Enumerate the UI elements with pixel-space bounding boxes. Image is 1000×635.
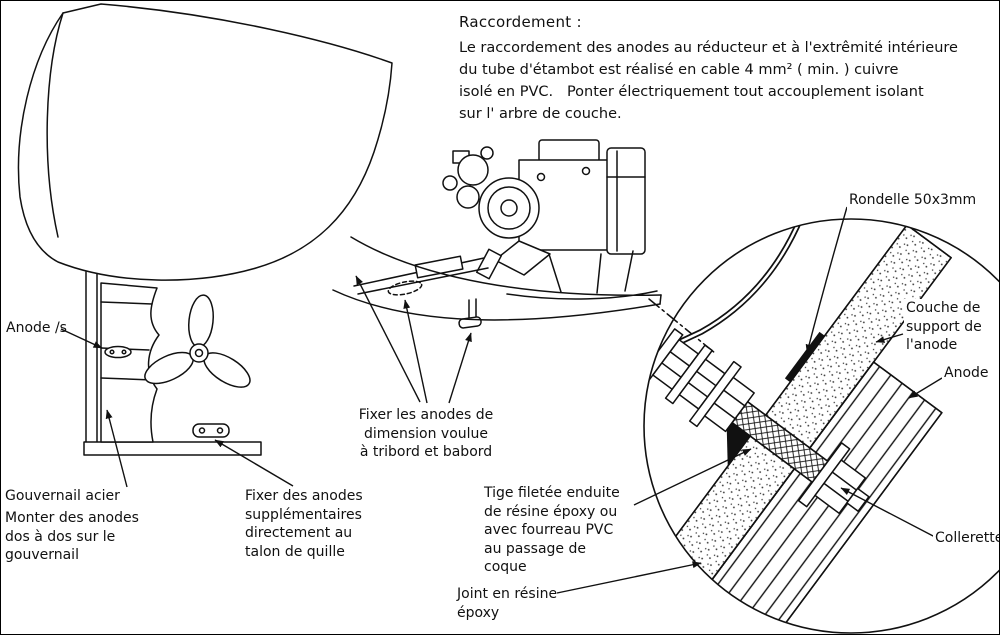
hull-outline [17, 3, 393, 281]
keel-heel-anode [192, 423, 230, 438]
label-anode: Anode [942, 364, 991, 383]
note-block: Raccordement : Le raccordement des anode… [459, 11, 994, 125]
label-gouvernail-acier: Gouvernail acier [5, 488, 120, 504]
leader-lines [60, 206, 943, 594]
leader-couche [875, 333, 904, 343]
inner-nut-stack [644, 328, 755, 433]
rudder-anode [104, 345, 132, 359]
leader-fixer-dim-2 [448, 332, 472, 404]
leader-rondelle [805, 206, 848, 354]
collar-and-outer-nut [797, 442, 870, 515]
rudder-skeg [83, 271, 262, 456]
strut-anode [458, 316, 482, 329]
label-collerette: Collerette [933, 529, 999, 548]
label-rondelle: Rondelle 50x3mm [847, 191, 979, 210]
leader-anode-s [60, 328, 103, 349]
leader-tige [633, 448, 752, 506]
label-joint-resine: Joint en résine époxy [457, 586, 558, 621]
note-line: isolé en PVC. Ponter électriquement tout… [459, 84, 924, 100]
epoxy-fillet [726, 418, 750, 466]
leader-joint [556, 561, 702, 594]
propeller [144, 294, 251, 388]
note-line: Le raccordement des anodes au réducteur … [459, 40, 958, 56]
leader-fixer-supplementaires [214, 439, 294, 487]
shaft-anode-dashed [387, 280, 423, 296]
leader-anode [908, 377, 943, 399]
centerline-dash-dot [648, 298, 716, 354]
label-couche-support: Couche de support de l'anode [904, 299, 984, 355]
leader-gouvernail [105, 409, 128, 488]
note-line: sur l' arbre de couche. [459, 106, 622, 122]
label-fixer-dimension: Fixer les anodes de dimension voulue à t… [358, 407, 494, 460]
leader-fixer-dim-1 [403, 299, 428, 404]
backing-washer [784, 331, 826, 383]
engine [442, 139, 658, 300]
label-tige-filetee: Tige filetée enduite de résine époxy ou … [484, 485, 620, 575]
leader-collerette [840, 487, 936, 538]
label-fixer-supplementaires: Fixer des anodes supplémentaires directe… [245, 488, 363, 560]
bonding-cable [667, 219, 805, 350]
detail-circle [643, 218, 999, 634]
cross-section-detail [644, 219, 952, 633]
label-anode-s: Anode /s [6, 320, 67, 336]
note-heading: Raccordement : [459, 13, 582, 31]
note-line: du tube d'étambot est réalisé en cable 4… [459, 62, 899, 78]
leader-fixer-dim-3 [355, 275, 421, 403]
label-monter-anodes: Monter des anodes dos à dos sur le gouve… [5, 510, 139, 563]
